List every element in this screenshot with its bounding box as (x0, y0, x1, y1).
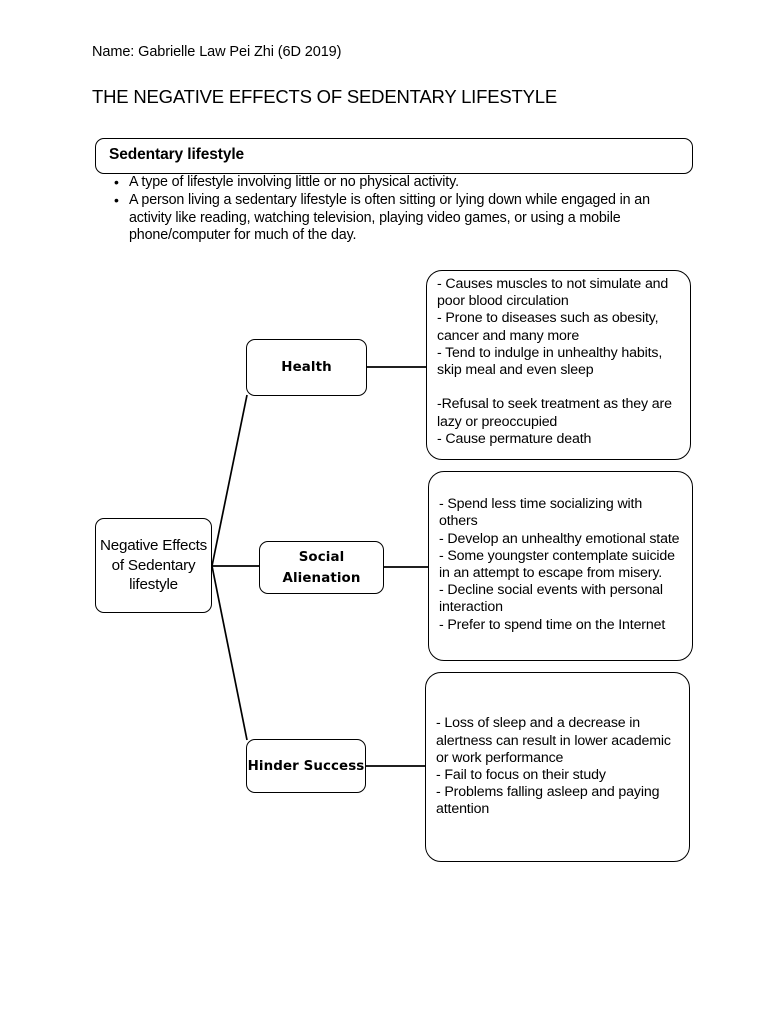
student-name-line: Name: Gabrielle Law Pei Zhi (6D 2019) (92, 44, 342, 60)
connector-root-to-health (211, 394, 248, 567)
list-item-text: A person living a sedentary lifestyle is… (129, 192, 650, 243)
bullet-dot-icon: • (114, 192, 119, 209)
node-branch-hinder-success[interactable]: Hinder Success (246, 739, 366, 793)
list-item: • A person living a sedentary lifestyle … (110, 192, 695, 244)
detail-box-text: - Loss of sleep and a decrease in alertn… (436, 715, 671, 818)
node-branch-label: Health (281, 360, 332, 375)
definition-header-box: Sedentary lifestyle (95, 138, 693, 174)
node-branch-social-alienation[interactable]: Social Alienation (259, 541, 384, 594)
definition-bullet-list: • A type of lifestyle involving little o… (110, 174, 695, 245)
definition-heading: Sedentary lifestyle (109, 146, 245, 163)
node-branch-label: Social Alienation (282, 549, 361, 586)
list-item: • A type of lifestyle involving little o… (110, 174, 695, 191)
detail-box-social-alienation: - Spend less time socializing with other… (428, 471, 693, 661)
node-branch-label: Hinder Success (247, 758, 365, 774)
node-root-label: Negative Effects of Sedentary lifestyle (99, 537, 208, 594)
detail-box-text: - Spend less time socializing with other… (439, 496, 680, 633)
node-root-negative-effects[interactable]: Negative Effects of Sedentary lifestyle (95, 518, 212, 613)
detail-box-health: - Causes muscles to not simulate and poo… (426, 270, 691, 460)
list-item-text: A type of lifestyle involving little or … (129, 174, 459, 190)
node-branch-health[interactable]: Health (246, 339, 367, 396)
page-title: THE NEGATIVE EFFECTS OF SEDENTARY LIFEST… (92, 86, 557, 107)
bullet-dot-icon: • (114, 174, 119, 190)
connector-root-to-hinder (211, 565, 248, 741)
detail-box-text: - Causes muscles to not simulate and poo… (437, 275, 672, 447)
detail-box-hinder-success: - Loss of sleep and a decrease in alertn… (425, 672, 690, 862)
